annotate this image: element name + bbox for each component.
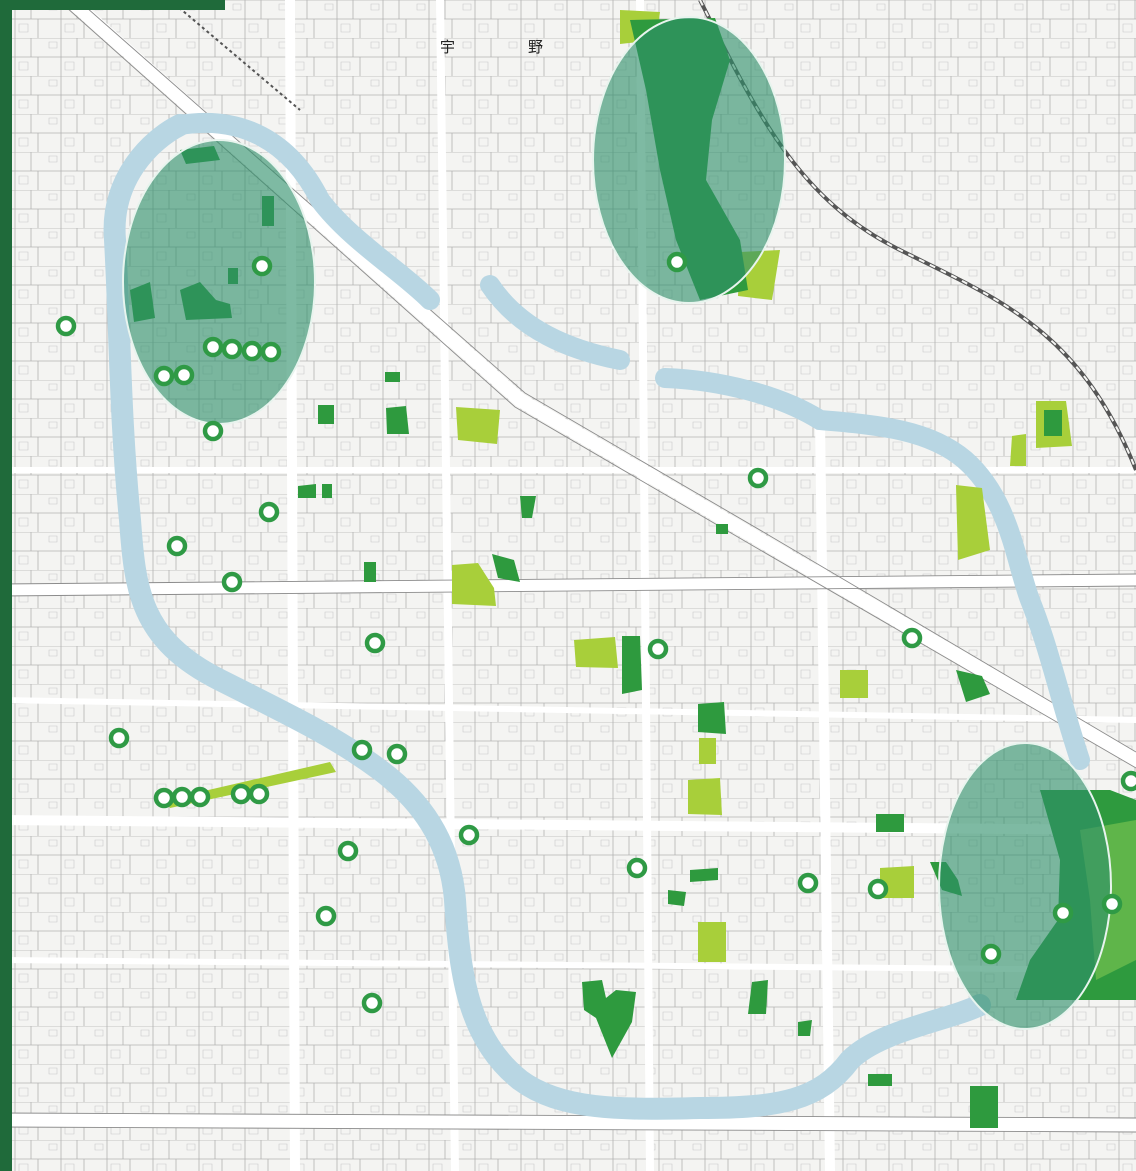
point-marker[interactable] xyxy=(1052,902,1074,924)
point-marker[interactable] xyxy=(221,571,243,593)
point-marker[interactable] xyxy=(867,878,889,900)
highlight-zone-north[interactable] xyxy=(592,16,786,304)
plot-dark xyxy=(298,484,316,498)
plot-dark xyxy=(386,406,409,434)
point-marker[interactable] xyxy=(251,255,273,277)
point-marker[interactable] xyxy=(980,943,1002,965)
point-marker[interactable] xyxy=(153,787,175,809)
district-label-b: 野 xyxy=(528,38,543,56)
moat xyxy=(103,114,991,1120)
point-marker[interactable] xyxy=(108,727,130,749)
point-marker[interactable] xyxy=(386,743,408,765)
point-marker[interactable] xyxy=(153,365,175,387)
park-light xyxy=(688,778,722,815)
park-light xyxy=(840,670,868,698)
point-marker[interactable] xyxy=(626,857,648,879)
point-marker[interactable] xyxy=(361,992,383,1014)
point-marker[interactable] xyxy=(1101,893,1123,915)
point-marker[interactable] xyxy=(260,341,282,363)
plot-dark xyxy=(956,670,990,702)
point-marker[interactable] xyxy=(797,872,819,894)
plot-dark xyxy=(868,1074,892,1086)
moat-northeast xyxy=(655,368,1090,770)
highlight-zone-northwest[interactable] xyxy=(122,139,316,425)
plot-dark xyxy=(492,554,520,582)
plot-dark xyxy=(876,814,904,832)
place-labels: 宇 野 xyxy=(440,38,543,56)
highlight-zone-southeast[interactable] xyxy=(938,742,1112,1030)
point-marker[interactable] xyxy=(173,364,195,386)
plot-dark xyxy=(690,868,718,882)
point-marker[interactable] xyxy=(315,905,337,927)
park-light xyxy=(574,637,618,668)
point-marker[interactable] xyxy=(458,824,480,846)
point-marker[interactable] xyxy=(1120,770,1136,792)
plot-dark xyxy=(364,562,376,582)
plot-dark xyxy=(322,484,332,498)
park-light xyxy=(456,407,500,444)
top-corner-strip xyxy=(0,0,225,10)
park-light xyxy=(880,866,914,898)
plot-dark xyxy=(716,524,728,534)
district-label-a: 宇 xyxy=(440,38,455,56)
park-light xyxy=(956,485,990,560)
plot-dark xyxy=(582,980,636,1058)
left-edge-strip xyxy=(0,0,12,1171)
point-marker[interactable] xyxy=(337,840,359,862)
point-marker[interactable] xyxy=(647,638,669,660)
point-marker[interactable] xyxy=(202,336,224,358)
plot-dark xyxy=(668,890,686,906)
point-marker[interactable] xyxy=(221,338,243,360)
street-edges xyxy=(0,0,1136,1133)
park-light xyxy=(698,922,726,962)
point-marker[interactable] xyxy=(747,467,769,489)
marker-layer xyxy=(55,251,1136,1014)
moat-north xyxy=(480,275,630,370)
plot-dark xyxy=(520,496,536,518)
plot-dark xyxy=(1044,410,1062,436)
plot-dark xyxy=(970,1086,998,1128)
point-marker[interactable] xyxy=(666,251,688,273)
point-marker[interactable] xyxy=(241,340,263,362)
point-marker[interactable] xyxy=(351,739,373,761)
moat-northwest xyxy=(170,112,440,310)
plot-dark xyxy=(798,1020,812,1036)
point-marker[interactable] xyxy=(901,627,923,649)
point-marker[interactable] xyxy=(171,786,193,808)
plot-dark xyxy=(622,636,642,694)
point-marker[interactable] xyxy=(230,783,252,805)
point-marker[interactable] xyxy=(258,501,280,523)
plot-dark xyxy=(698,702,726,734)
plot-dark xyxy=(748,980,768,1014)
point-marker[interactable] xyxy=(364,632,386,654)
point-marker[interactable] xyxy=(248,783,270,805)
plot-dark xyxy=(318,405,334,424)
plot-dark xyxy=(385,372,400,382)
park-light xyxy=(1010,434,1026,466)
point-marker[interactable] xyxy=(166,535,188,557)
point-marker[interactable] xyxy=(189,786,211,808)
park-light xyxy=(452,563,496,606)
point-marker[interactable] xyxy=(202,420,224,442)
park-light xyxy=(699,738,716,764)
point-marker[interactable] xyxy=(55,315,77,337)
